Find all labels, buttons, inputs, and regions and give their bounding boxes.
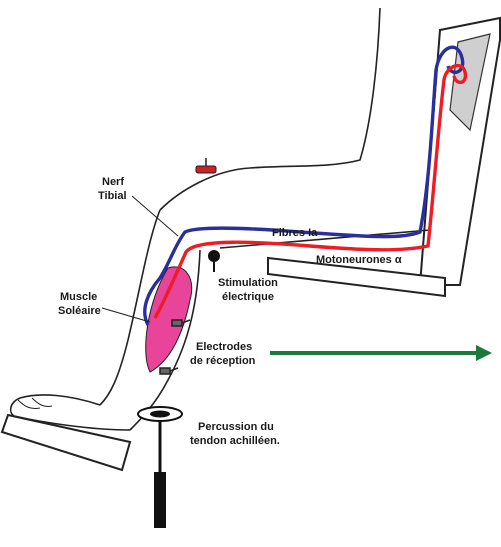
thigh-pad [196, 166, 216, 173]
motoneurones-label: Motoneurones α [316, 254, 402, 266]
soleus-muscle [146, 267, 192, 372]
nerf-label-2: Tibial [98, 190, 127, 202]
signal-arrow [270, 345, 492, 361]
stimulation-label-2: électrique [222, 291, 274, 303]
muscle-label-2: Soléaire [58, 305, 101, 317]
stimulation-electrode [208, 250, 220, 262]
stimulation-label-1: Stimulation [218, 277, 278, 289]
reflex-hammer [138, 407, 182, 528]
electrodes-label-2: de réception [190, 355, 256, 367]
percussion-label-2: tendon achilléen. [190, 435, 280, 447]
fibres-label: Fibres Ia [272, 227, 318, 239]
nerf-label-1: Nerf [102, 176, 124, 188]
electrodes-label-1: Electrodes [196, 341, 252, 353]
muscle-label-1: Muscle [60, 291, 97, 303]
percussion-label-1: Percussion du [198, 421, 274, 433]
